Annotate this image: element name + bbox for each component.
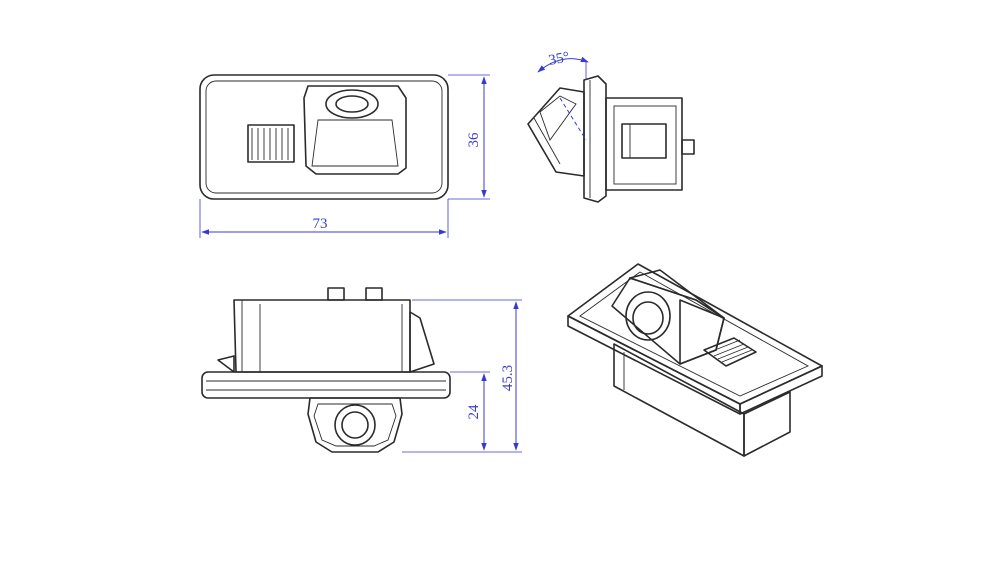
top-tab-right	[365, 287, 383, 301]
top-flange	[201, 371, 451, 399]
lens-housing	[303, 85, 407, 175]
lens-icon	[335, 95, 369, 113]
connector-pin	[681, 139, 695, 155]
lens-height-dimension-label: 24	[466, 404, 482, 420]
side-flange	[583, 75, 607, 203]
front-plate-inner	[205, 80, 443, 194]
lens-bottom-icon	[341, 411, 369, 439]
front-plate-outline	[199, 74, 449, 200]
lens-bottom-ring	[334, 404, 376, 446]
iso-plate-side-edge	[739, 365, 823, 415]
iso-sensor-window	[703, 337, 757, 367]
rear-housing	[605, 97, 683, 191]
iso-plate-top	[567, 263, 823, 405]
side-view: 35°	[527, 49, 695, 203]
top-view: 45.3 24	[201, 287, 522, 453]
sensor-window	[247, 124, 295, 163]
top-tab-left	[327, 287, 345, 301]
width-dimension-label: 73	[313, 216, 328, 232]
lens-bottom-housing	[307, 397, 403, 453]
full-height-dimension-label: 45.3	[500, 365, 516, 391]
front-view: 36 73	[199, 74, 490, 238]
connector-block	[621, 123, 667, 159]
lens-axis-line	[559, 97, 587, 141]
angle-dimension-arc	[537, 56, 589, 73]
rear-housing-inner	[613, 105, 677, 185]
height-dimension-label: 36	[466, 132, 482, 148]
angled-lens-face	[539, 95, 577, 141]
left-clip	[217, 355, 235, 373]
angle-dimension-label: 35°	[547, 49, 571, 69]
iso-lens-icon	[632, 301, 664, 335]
lens-ring	[325, 89, 379, 119]
iso-housing-side	[743, 391, 791, 457]
sensor-window-hatch	[251, 128, 289, 160]
side-clip	[409, 311, 435, 373]
lens-housing-face	[311, 119, 399, 167]
iso-lens-ring	[625, 291, 671, 341]
isometric-view	[567, 263, 823, 457]
